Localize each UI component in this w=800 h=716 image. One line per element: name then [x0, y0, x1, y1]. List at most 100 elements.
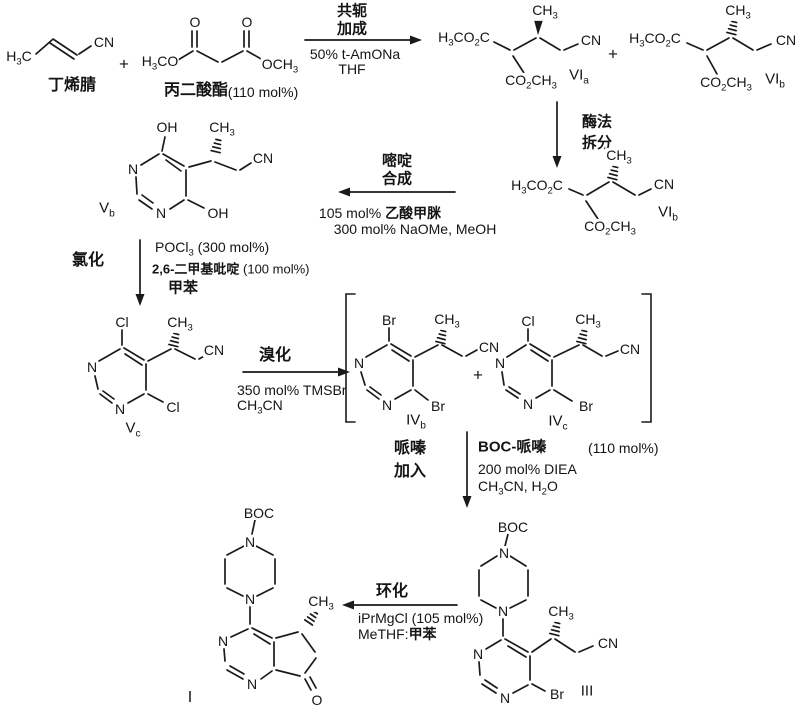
vb-ch3-label: CH3: [208, 118, 236, 139]
iii-n-left-label: N: [471, 646, 485, 662]
vc-n-bottom-label: N: [113, 401, 127, 417]
vibtop-ester-bottom-label: CO2CH3: [699, 73, 753, 94]
i-n-bottom-label: N: [245, 676, 259, 692]
vibmid-ch3-label: CH3: [605, 146, 633, 167]
step4-solvent: 甲苯: [168, 279, 199, 297]
step5-solvent: CH3CN: [237, 396, 283, 417]
iii-n-pip-top-label: N: [497, 545, 511, 561]
arrow-conjugate-addition: [304, 35, 422, 45]
vc-n-left-label: N: [85, 359, 99, 375]
ivc-cn-label: CN: [618, 341, 642, 357]
step7-solvent: MeTHF:甲苯: [358, 626, 437, 642]
ivb-compound-label: IVb: [406, 411, 426, 432]
i-bonds: [223, 519, 320, 691]
crotononitrile-bonds: [35, 38, 92, 60]
vc-ch3-label: CH3: [166, 313, 194, 334]
vibtop-ch3-label: CH3: [724, 1, 752, 22]
step6-label-2: 加入: [393, 463, 427, 480]
plus-sign-2: +: [608, 44, 618, 64]
i-n-left-label: N: [216, 633, 230, 649]
vibtop-ester-left-label: H3CO2C: [628, 29, 682, 50]
i-o-label: O: [310, 692, 324, 708]
ivb-bonds: [360, 327, 478, 401]
crotononitrile-caption: 丁烯腈: [47, 77, 97, 94]
arrow-pyrimidine-synthesis: [338, 187, 456, 197]
step1-label-2: 加成: [336, 20, 368, 38]
step6-label-1: 哌嗪: [393, 440, 427, 457]
via-bonds: [493, 20, 579, 74]
step3-reagent-2: 300 mol% NaOMe, MeOH: [333, 221, 497, 237]
iii-n-pip-bottom-label: N: [496, 603, 510, 619]
vibtop-bonds: [686, 19, 772, 75]
iii-boc-label: BOC: [496, 519, 530, 535]
ivb-br-top-label: Br: [381, 312, 397, 328]
i-n-pip-bottom-label: N: [243, 591, 257, 607]
via-compound-label: VIa: [569, 66, 589, 87]
via-ester-left-label: H3CO2C: [437, 28, 491, 49]
arrow-chlorination: [135, 239, 145, 306]
ivb-br-bottom-label: Br: [430, 398, 446, 414]
iii-ch3-label: CH3: [547, 602, 575, 623]
step4-label: 氯化: [71, 252, 105, 269]
via-ester-bottom-label: CO2CH3: [504, 71, 558, 92]
step6-reagent-1: BOC-哌嗪: [478, 438, 547, 456]
step3-reagent-1: 105 mol% 乙酸甲脒: [318, 205, 442, 221]
vb-oh-top-label: OH: [155, 119, 179, 135]
vb-bonds: [135, 136, 252, 210]
vibtop-cn-label: CN: [774, 32, 798, 48]
vibmid-compound-label: VIb: [658, 203, 678, 224]
vc-cn-label: CN: [202, 342, 226, 358]
vb-cn-label: CN: [251, 150, 275, 166]
step1-label-1: 共轭: [336, 2, 368, 20]
malonate-o-right-label: O: [240, 14, 254, 30]
step7-reagent: iPrMgCl (105 mol%): [358, 610, 484, 626]
step4-reagent-1: POCl3 (300 mol%): [155, 238, 270, 259]
ivc-cl-top-label: Cl: [520, 313, 536, 329]
ivb-cn-label: CN: [477, 339, 501, 355]
arrow-cyclization: [342, 600, 458, 610]
iii-compound-label: III: [580, 682, 594, 700]
vc-cl-top-label: Cl: [114, 314, 130, 330]
ivc-compound-label: IVc: [548, 412, 568, 433]
via-cn-label: CN: [579, 32, 603, 48]
step7-label: 环化: [375, 583, 409, 600]
malonate-bonds: [177, 30, 264, 63]
ivb-ch3-label: CH3: [433, 310, 461, 331]
crotononitrile-cn-label: CN: [92, 34, 116, 50]
vibmid-ester-left-label: H3CO2C: [510, 176, 564, 197]
arrow-bromination: [242, 367, 350, 377]
step3-label-2: 合成: [381, 170, 413, 188]
step3-label-1: 嘧啶: [381, 152, 413, 170]
iii-n-bottom-label: N: [498, 690, 512, 706]
plus-sign-1: +: [119, 54, 129, 74]
vc-bonds: [94, 329, 207, 404]
vibmid-cn-label: CN: [652, 176, 676, 192]
step2-label-1: 酶法: [581, 113, 613, 131]
ivb-n-left-label: N: [352, 355, 366, 371]
vibmid-ester-bottom-label: CO2CH3: [583, 217, 637, 238]
via-ch3-label: CH3: [531, 1, 559, 22]
ivc-n-bottom-label: N: [521, 396, 535, 412]
step2-label-2: 拆分: [581, 134, 613, 152]
vb-compound-label: Vb: [99, 199, 115, 220]
malonate-och3-label: OCH3: [260, 55, 300, 76]
iii-br-label: Br: [549, 686, 565, 702]
bracket-left: [345, 293, 356, 423]
step5-reagent: 350 mol% TMSBr: [237, 382, 347, 398]
vibmid-bonds: [568, 164, 652, 220]
iii-cn-label: CN: [596, 635, 620, 651]
vb-n-left-label: N: [126, 161, 140, 177]
arrow-piperazine-addition: [462, 431, 472, 508]
ivc-bonds: [501, 328, 619, 402]
malonate-amount: (110 mol%): [227, 84, 299, 100]
step1-solvent: THF: [338, 61, 366, 77]
step4-reagent-2: 2,6-二甲基吡啶 (100 mol%): [152, 261, 310, 277]
vc-compound-label: Vc: [125, 419, 141, 440]
step5-label: 溴化: [258, 347, 292, 364]
step1-reagent: 50% t-AmONa: [309, 46, 401, 62]
malonate-h3co-label: H3CO: [140, 52, 180, 73]
malonate-o-left-label: O: [188, 14, 202, 30]
ivc-br-bottom-label: Br: [578, 398, 594, 414]
ivc-ch3-label: CH3: [574, 310, 602, 331]
